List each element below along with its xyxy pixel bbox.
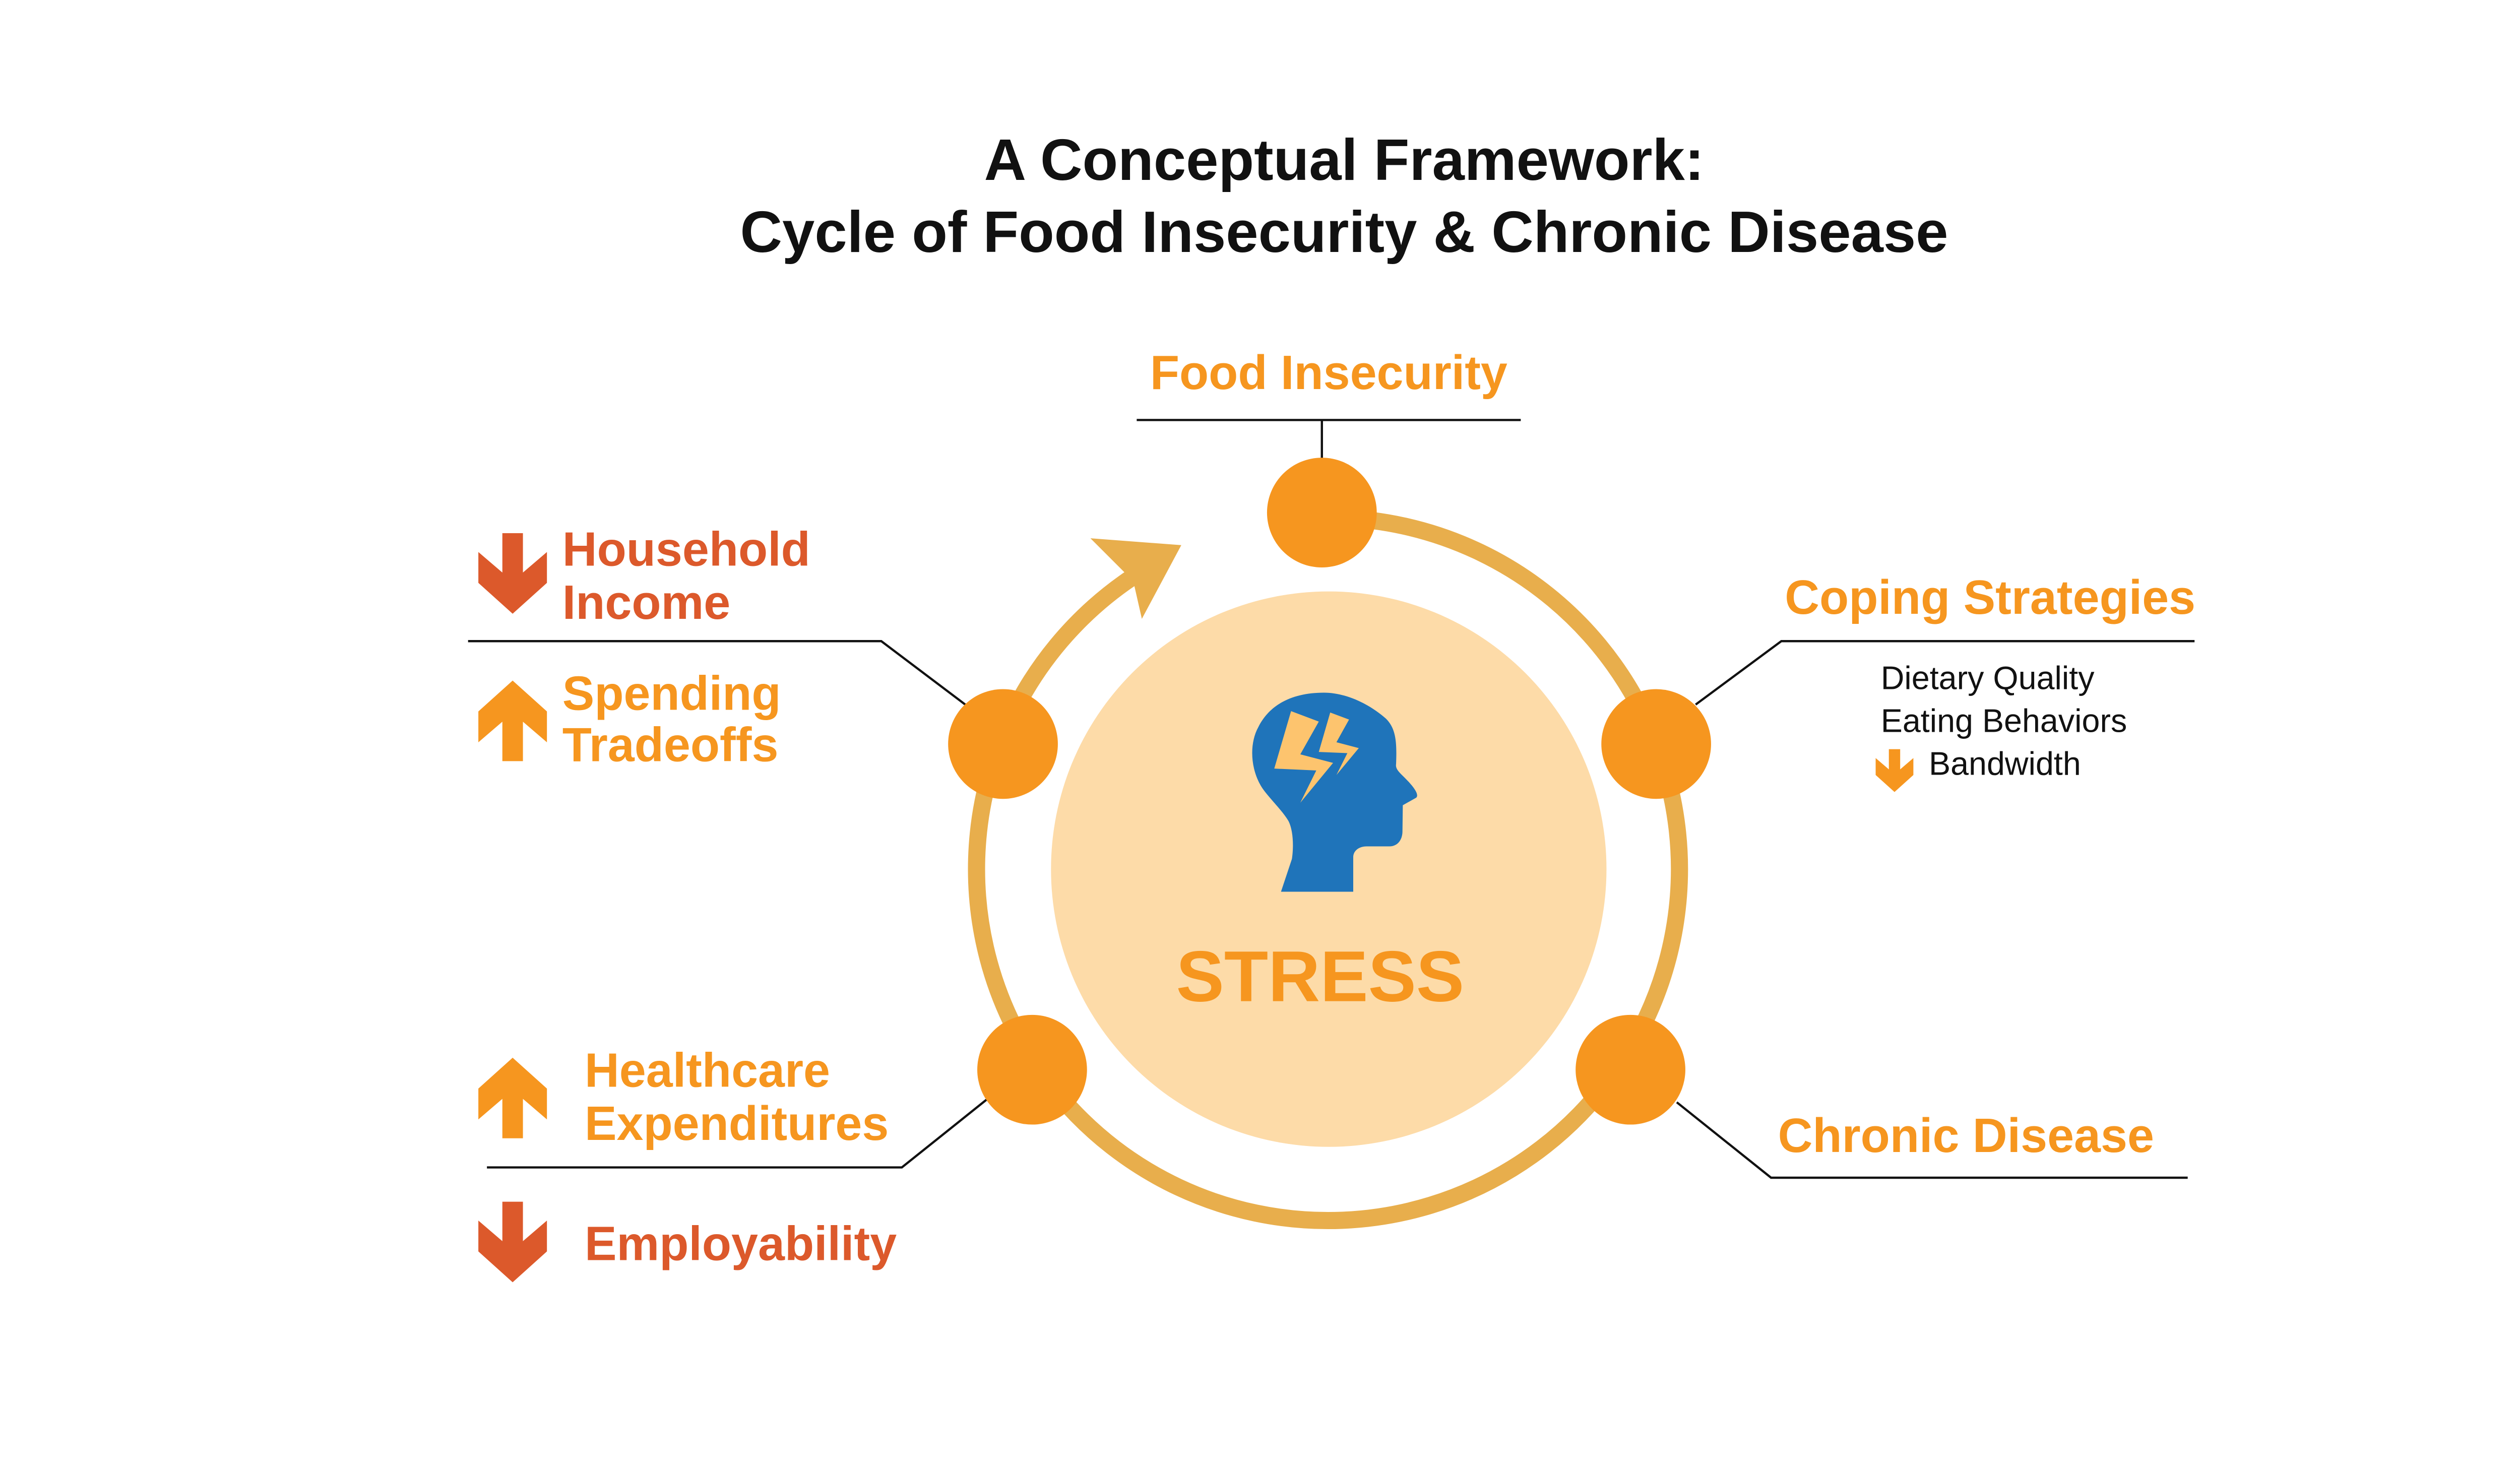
increase-arrow-icon	[478, 680, 547, 761]
stress-label: STRESS	[1176, 937, 1465, 1017]
income-connector	[468, 640, 966, 706]
node-household-income	[948, 689, 1058, 799]
healthcare-connector	[487, 1098, 988, 1169]
node-chronic-disease	[1576, 1014, 1685, 1125]
decrease-arrow-icon	[478, 1201, 547, 1283]
chronic-connector	[1676, 1101, 2188, 1179]
spending-tradeoffs-label-2: Tradeoffs	[562, 718, 779, 772]
title-line-1: A Conceptual Framework:	[984, 127, 1705, 193]
increase-arrow-icon	[478, 1057, 547, 1138]
healthcare-expenditures-label-1: Healthcare	[585, 1044, 830, 1098]
food-insecurity-label: Food Insecurity	[1150, 346, 1507, 400]
coping-item-eating-behaviors: Eating Behaviors	[1881, 702, 2127, 739]
decrease-arrow-icon	[1875, 749, 1914, 792]
title-line-2: Cycle of Food Insecurity & Chronic Disea…	[740, 199, 1948, 265]
employability-label: Employability	[585, 1217, 897, 1270]
cycle-ring	[968, 509, 1688, 1230]
decrease-arrow-icon	[478, 533, 547, 614]
spending-tradeoffs-label-1: Spending	[562, 667, 781, 720]
node-healthcare	[977, 1014, 1087, 1125]
household-income-label-2: Income	[562, 576, 730, 629]
household-income-label-1: Household	[562, 523, 810, 577]
cycle-arrowhead-icon	[1090, 538, 1181, 619]
coping-connector	[1695, 640, 2195, 706]
chronic-disease-label: Chronic Disease	[1778, 1109, 2154, 1163]
coping-item-dietary-quality: Dietary Quality	[1881, 660, 2095, 696]
head-with-lightning-icon	[1252, 692, 1417, 892]
node-food-insecurity	[1267, 458, 1377, 567]
coping-strategies-label: Coping Strategies	[1785, 571, 2195, 624]
healthcare-expenditures-label-2: Expenditures	[585, 1097, 889, 1151]
node-coping-strategies	[1601, 689, 1711, 799]
coping-item-bandwidth: Bandwidth	[1929, 745, 2081, 782]
